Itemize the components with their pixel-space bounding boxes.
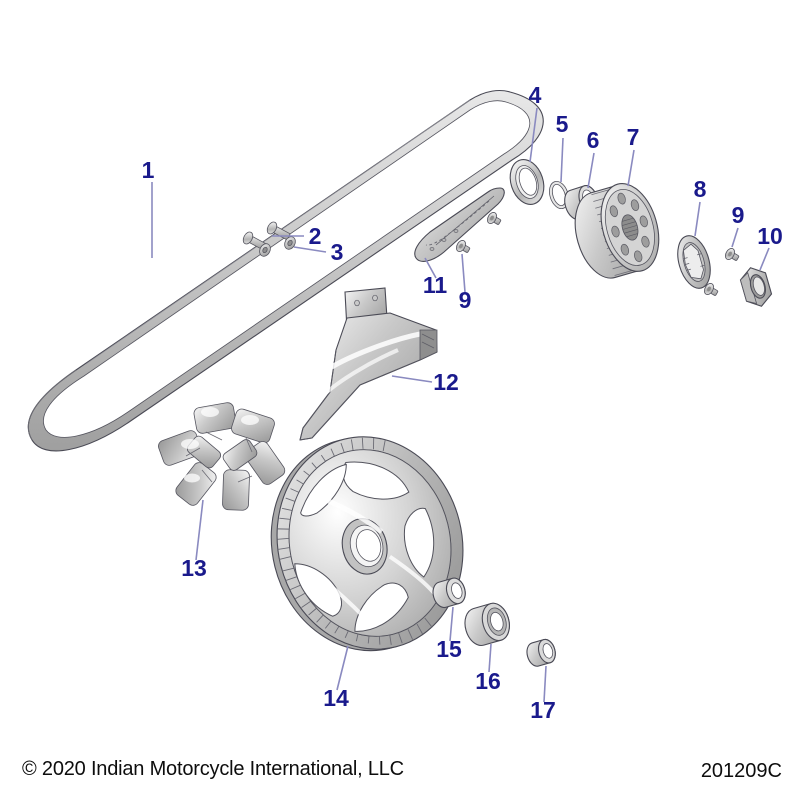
callout-9a: 9 (459, 287, 472, 313)
callout-10: 10 (757, 223, 783, 249)
part-bushing-spacer (526, 638, 556, 667)
callout-17: 17 (530, 697, 556, 723)
part-bearing (464, 602, 510, 647)
callout-7: 7 (627, 124, 640, 150)
callout-16: 16 (475, 668, 501, 694)
copyright-notice: © 2020 Indian Motorcycle International, … (22, 758, 404, 780)
callout-2: 2 (309, 223, 322, 249)
part-oil-seal (509, 159, 545, 205)
part-o-ring (549, 180, 569, 210)
leader-lines (151, 107, 770, 703)
part-lock-washer (677, 235, 711, 289)
part-driven-pulley (270, 436, 464, 652)
part-belt-guide (414, 187, 505, 262)
part-hex-nut (739, 267, 773, 307)
part-cush-drive-dampers (158, 402, 286, 511)
callout-9b: 9 (732, 202, 745, 228)
callout-15: 15 (436, 636, 462, 662)
part-bolt-9 (456, 212, 740, 296)
callout-1: 1 (142, 157, 155, 183)
part-belt-guard (299, 287, 438, 441)
callout-3: 3 (331, 239, 344, 265)
callout-14: 14 (323, 685, 349, 711)
callout-12: 12 (433, 369, 459, 395)
callout-6: 6 (587, 127, 600, 153)
callout-5: 5 (556, 111, 569, 137)
callout-11: 11 (423, 272, 448, 298)
part-drive-sprocket (574, 183, 660, 279)
diagram-part-number: 201209C (700, 760, 782, 782)
callout-numbers: 1 2 3 4 5 6 7 8 9 9 10 11 12 13 14 15 16… (142, 82, 783, 723)
callout-13: 13 (181, 555, 207, 581)
part-drive-belt (27, 90, 544, 452)
callout-8: 8 (694, 176, 707, 202)
callout-4: 4 (529, 82, 542, 108)
part-bushing-small (432, 577, 466, 609)
